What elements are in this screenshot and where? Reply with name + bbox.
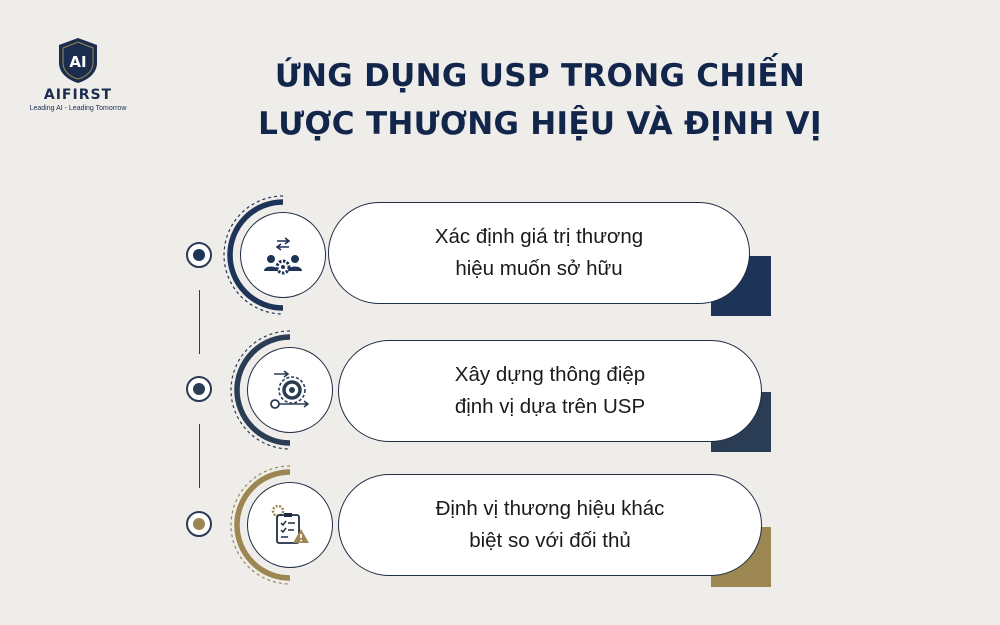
step-2-dot (186, 376, 212, 402)
step-1-card: Xác định giá trị thương hiệu muốn sở hữu (328, 202, 750, 304)
brand-name: AIFIRST (43, 87, 113, 103)
step-2-text: Xây dựng thông điệp định vị dựa trên USP (455, 359, 645, 423)
step-3-icon-circle (247, 482, 333, 568)
logo-letters: AI (69, 53, 86, 71)
page-title: ỨNG DỤNG USP TRONG CHIẾN LƯỢC THƯƠNG HIỆ… (160, 52, 920, 148)
step-2-icon-circle (247, 347, 333, 433)
step-2-card: Xây dựng thông điệp định vị dựa trên USP (338, 340, 762, 442)
step-3-line-1: Định vị thương hiệu khác (435, 497, 665, 520)
step-2-line-2: định vị dựa trên USP (454, 395, 646, 418)
step-3-line-2: biệt so với đối thủ (469, 529, 631, 552)
step-2-ring-arc (230, 330, 291, 450)
brand-logo: AI AIFIRST Leading AI - Leading Tomorrow (28, 36, 128, 112)
shield-logo-icon: AI (59, 38, 97, 83)
team-exchange-gear-icon (264, 237, 302, 275)
checklist-warning-icon (271, 504, 309, 544)
title-line-2: LƯỢC THƯƠNG HIỆU VÀ ĐỊNH VỊ (258, 106, 822, 142)
step-3-text: Định vị thương hiệu khác biệt so với đối… (436, 493, 665, 557)
brand-tagline: Leading AI - Leading Tomorrow (29, 105, 127, 112)
step-1-line-2: hiệu muốn sở hữu (455, 257, 623, 280)
step-1-line-1: Xác định giá trị thương (434, 225, 644, 248)
step-3-ring-arc (230, 465, 291, 585)
step-3-dot (186, 511, 212, 537)
timeline-connector-1 (199, 290, 200, 354)
timeline-connector-2 (199, 424, 200, 488)
step-3-card: Định vị thương hiệu khác biệt so với đối… (338, 474, 762, 576)
step-1-ring-arc (223, 195, 284, 315)
step-1-text: Xác định giá trị thương hiệu muốn sở hữu (435, 221, 643, 285)
target-process-icon (270, 370, 310, 409)
title-line-1: ỨNG DỤNG USP TRONG CHIẾN (274, 58, 806, 94)
step-2-line-1: Xây dựng thông điệp (454, 363, 646, 386)
step-1-dot (186, 242, 212, 268)
step-1-icon-circle (240, 212, 326, 298)
